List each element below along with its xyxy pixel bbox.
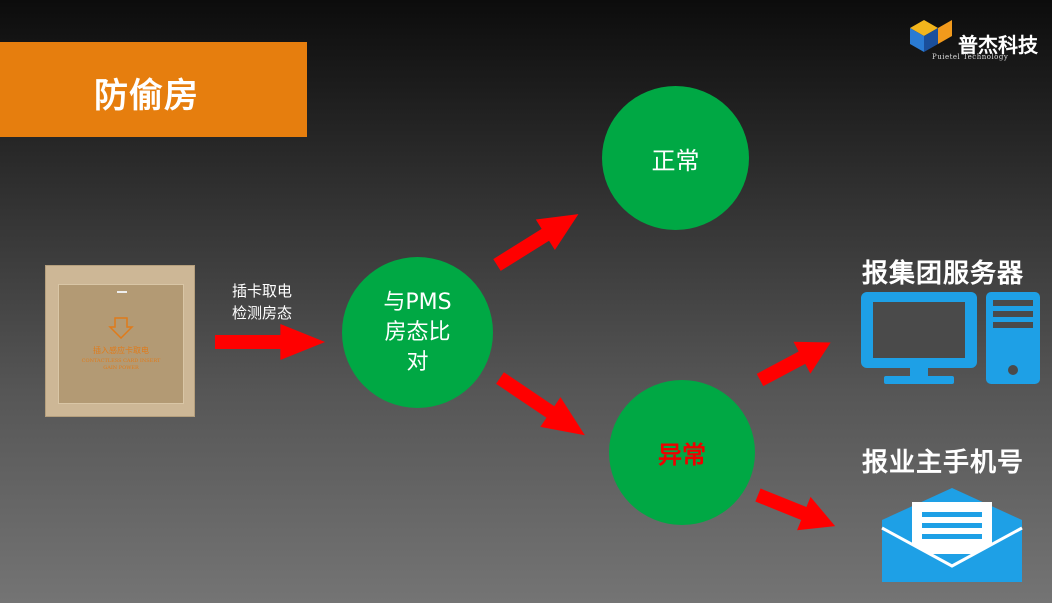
arrow-card-to-compare	[215, 324, 326, 360]
node-pms-compare: 与PMS 房态比 对	[342, 257, 493, 408]
target-server-label: 报集团服务器	[862, 259, 1025, 289]
insert-arrow-icon	[108, 317, 134, 339]
card-label-cn: 插入感应卡取电	[93, 346, 149, 355]
logo-name: 普杰科技	[958, 33, 1038, 57]
title-bar	[0, 42, 307, 137]
card-label-en1: CONTACTLESS CARD INSERT	[81, 358, 161, 364]
node-abnormal-label: 异常	[658, 441, 706, 469]
node-abnormal: 异常	[609, 380, 755, 525]
arrow-compare-to-abnormal	[489, 363, 595, 451]
card-switch-image: 插入感应卡取电 CONTACTLESS CARD INSERT GAIN POW…	[45, 265, 195, 417]
card-panel: 插入感应卡取电 CONTACTLESS CARD INSERT GAIN POW…	[58, 284, 184, 404]
node-normal-label: 正常	[651, 146, 700, 175]
node-pms-line1: 与PMS	[383, 289, 452, 315]
arrow-compare-to-normal	[487, 198, 588, 281]
card-slot	[117, 291, 127, 293]
node-pms-line2: 房态比	[384, 319, 451, 345]
logo-subtitle: Puietel Technology	[932, 53, 1009, 61]
caption-line2: 检测房态	[232, 304, 293, 322]
arrow-abnormal-to-server	[751, 326, 840, 396]
node-pms-line3: 对	[406, 349, 429, 375]
caption-line1: 插卡取电	[232, 282, 293, 300]
page-title: 防偷房	[94, 76, 199, 116]
card-label-en2: GAIN POWER	[103, 365, 139, 371]
node-normal: 正常	[602, 86, 749, 230]
target-phone-label: 报业主手机号	[862, 448, 1025, 478]
arrow-abnormal-to-phone	[751, 478, 842, 543]
